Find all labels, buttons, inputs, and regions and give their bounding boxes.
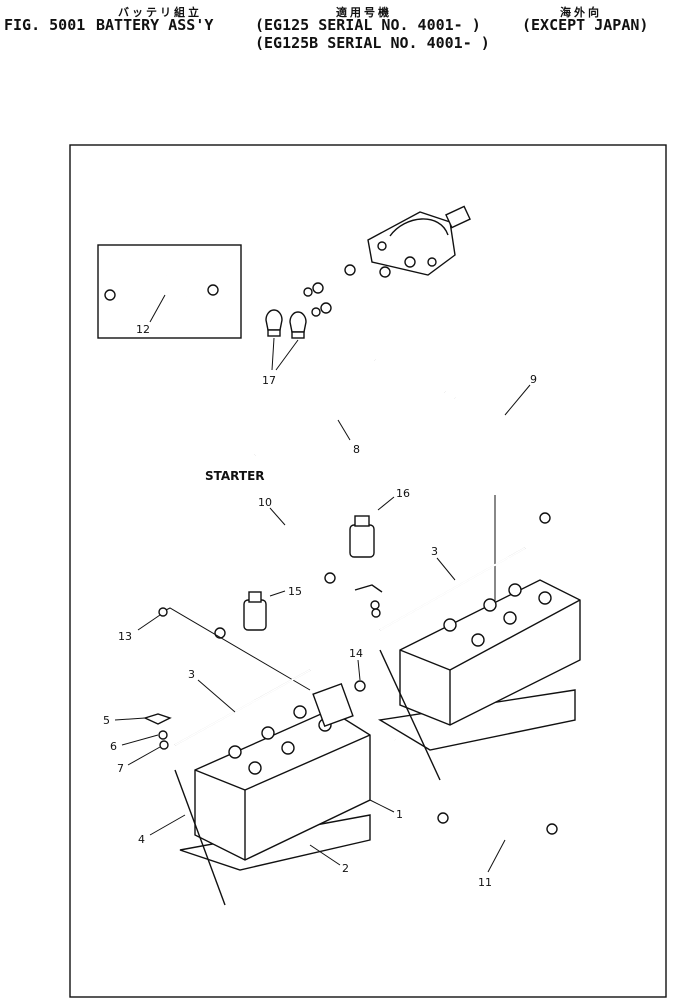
- starter-label: STARTER: [205, 469, 265, 483]
- callout-12: 12: [136, 294, 166, 336]
- washer-7: [159, 740, 169, 750]
- washer-6: [158, 730, 168, 740]
- callout-16: 16: [377, 487, 410, 511]
- svg-text:3: 3: [431, 545, 438, 558]
- callout-5: 5: [103, 714, 146, 727]
- callout-11: 11: [478, 839, 506, 889]
- terminal-cap-16: [349, 515, 375, 558]
- svg-text:8: 8: [353, 443, 360, 456]
- model-line-1: (EG125 SERIAL NO. 4001- ): [255, 16, 481, 34]
- wing-nut-right: [354, 584, 383, 593]
- bulb-17: [265, 309, 307, 339]
- svg-text:3: 3: [188, 668, 195, 681]
- bolt-13: [161, 607, 311, 691]
- svg-text:15: 15: [288, 585, 302, 598]
- svg-text:5: 5: [103, 714, 110, 727]
- figure-number: FIG. 5001: [4, 16, 86, 34]
- svg-text:11: 11: [478, 876, 492, 889]
- callout-14: 14: [349, 647, 363, 681]
- svg-text:1: 1: [396, 808, 403, 821]
- model-line-2: (EG125B SERIAL NO. 4001- ): [255, 34, 490, 52]
- region-japanese: 海外向: [560, 6, 602, 19]
- svg-text:6: 6: [110, 740, 117, 753]
- callout-2: 2: [309, 844, 349, 875]
- callout-8: 8: [337, 419, 360, 456]
- terminal-cap-15: [243, 591, 267, 631]
- svg-text:2: 2: [342, 862, 349, 875]
- wing-nut-5: [143, 713, 172, 725]
- terminal-nuts: [303, 282, 332, 317]
- title-japanese: バッテリ組立: [118, 6, 202, 19]
- svg-text:4: 4: [138, 833, 145, 846]
- callout-7: 7: [117, 746, 161, 775]
- svg-text:7: 7: [117, 762, 124, 775]
- figure-title: BATTERY ASS'Y: [96, 16, 214, 34]
- callout-1: 1: [369, 799, 403, 821]
- svg-text:16: 16: [396, 487, 410, 500]
- battery-left: [174, 669, 371, 906]
- svg-text:9: 9: [530, 373, 537, 386]
- region-label: (EXCEPT JAPAN): [522, 16, 649, 34]
- callout-4: 4: [138, 814, 186, 846]
- callout-13: 13: [118, 614, 161, 643]
- cable-8: [254, 274, 386, 456]
- svg-text:17: 17: [262, 374, 276, 387]
- svg-text:10: 10: [258, 496, 272, 509]
- battery-right: [377, 547, 581, 781]
- callout-3-right: 3: [431, 545, 456, 581]
- callout-3-left: 3: [188, 668, 236, 713]
- callout-10: 10: [258, 496, 286, 526]
- callout-6: 6: [110, 734, 159, 753]
- cable-11: [394, 739, 551, 846]
- battery-relay: [344, 205, 471, 278]
- inset-cable-12: [97, 244, 242, 339]
- svg-text:14: 14: [349, 647, 363, 660]
- callout-15: 15: [269, 585, 302, 598]
- callout-9: 9: [504, 373, 537, 416]
- nut-14: [354, 680, 366, 692]
- svg-text:13: 13: [118, 630, 132, 643]
- svg-text:12: 12: [136, 323, 150, 336]
- diagram-frame: [69, 144, 667, 998]
- callout-17: 17: [262, 337, 299, 387]
- applicability-japanese: 適用号機: [336, 6, 392, 19]
